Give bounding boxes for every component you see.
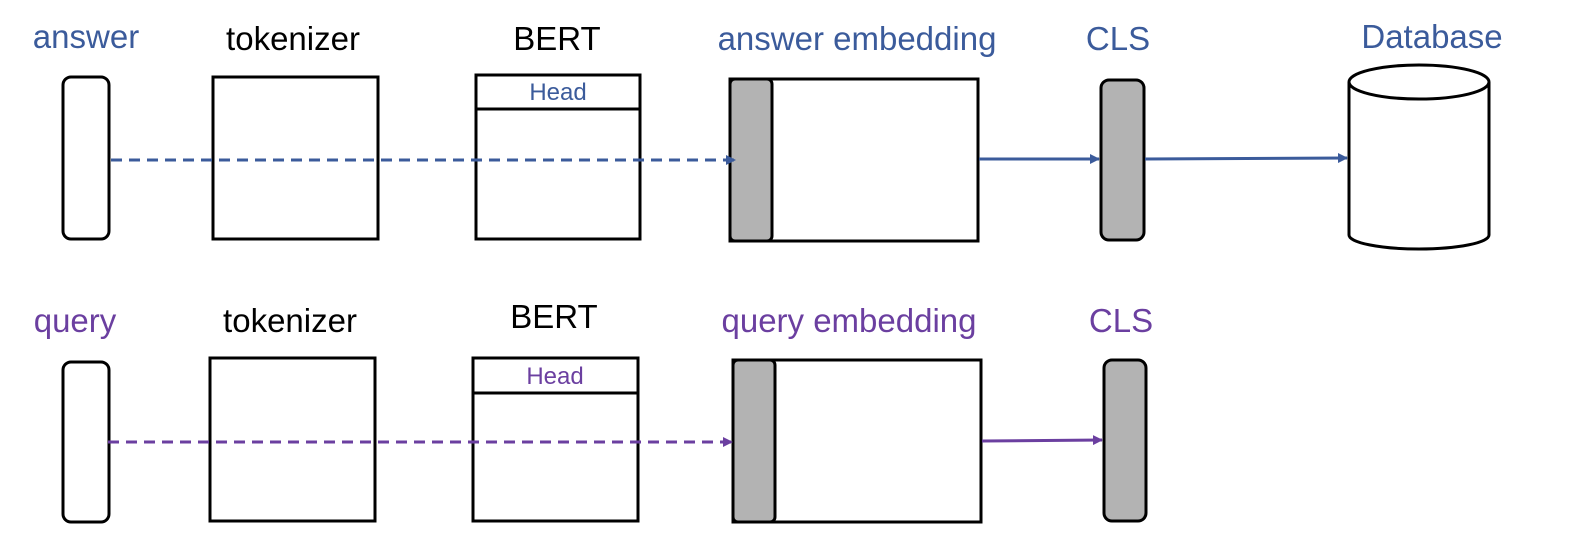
answer-embedding-cls-column xyxy=(728,77,774,243)
cls-to-database-arrow xyxy=(1144,153,1348,164)
query-bert-box xyxy=(471,356,640,523)
answer-head-label: Head xyxy=(529,79,586,106)
query-tokenizer-box xyxy=(208,356,377,523)
query-embedding-to-cls-arrow xyxy=(981,435,1103,446)
query-bert-label: BERT xyxy=(510,298,597,335)
answer-bert-box xyxy=(474,73,642,241)
query-tokenizer-label: tokenizer xyxy=(223,302,357,339)
database-label: Database xyxy=(1361,18,1502,55)
answer-input-label: answer xyxy=(33,18,139,55)
answer-row: answer tokenizer BERT answer embedding C… xyxy=(33,18,1503,251)
answer-embedding-label: answer embedding xyxy=(718,20,997,57)
query-input-box xyxy=(61,360,111,524)
query-cls-label: CLS xyxy=(1089,302,1153,339)
answer-tokenizer-box xyxy=(211,75,380,241)
query-head-label: Head xyxy=(526,363,583,390)
answer-cls-vector xyxy=(1099,78,1146,242)
query-embedding-label: query embedding xyxy=(721,302,976,339)
query-cls-vector xyxy=(1102,358,1148,523)
answer-cls-label: CLS xyxy=(1086,20,1150,57)
answer-tokenizer-label: tokenizer xyxy=(226,20,360,57)
database-icon xyxy=(1347,63,1491,251)
answer-bert-label: BERT xyxy=(513,20,600,57)
query-input-label: query xyxy=(34,302,117,339)
query-row: query tokenizer BERT query embedding CLS… xyxy=(34,298,1153,524)
answer-input-box xyxy=(61,75,111,241)
query-embedding-cls-column xyxy=(731,358,777,524)
